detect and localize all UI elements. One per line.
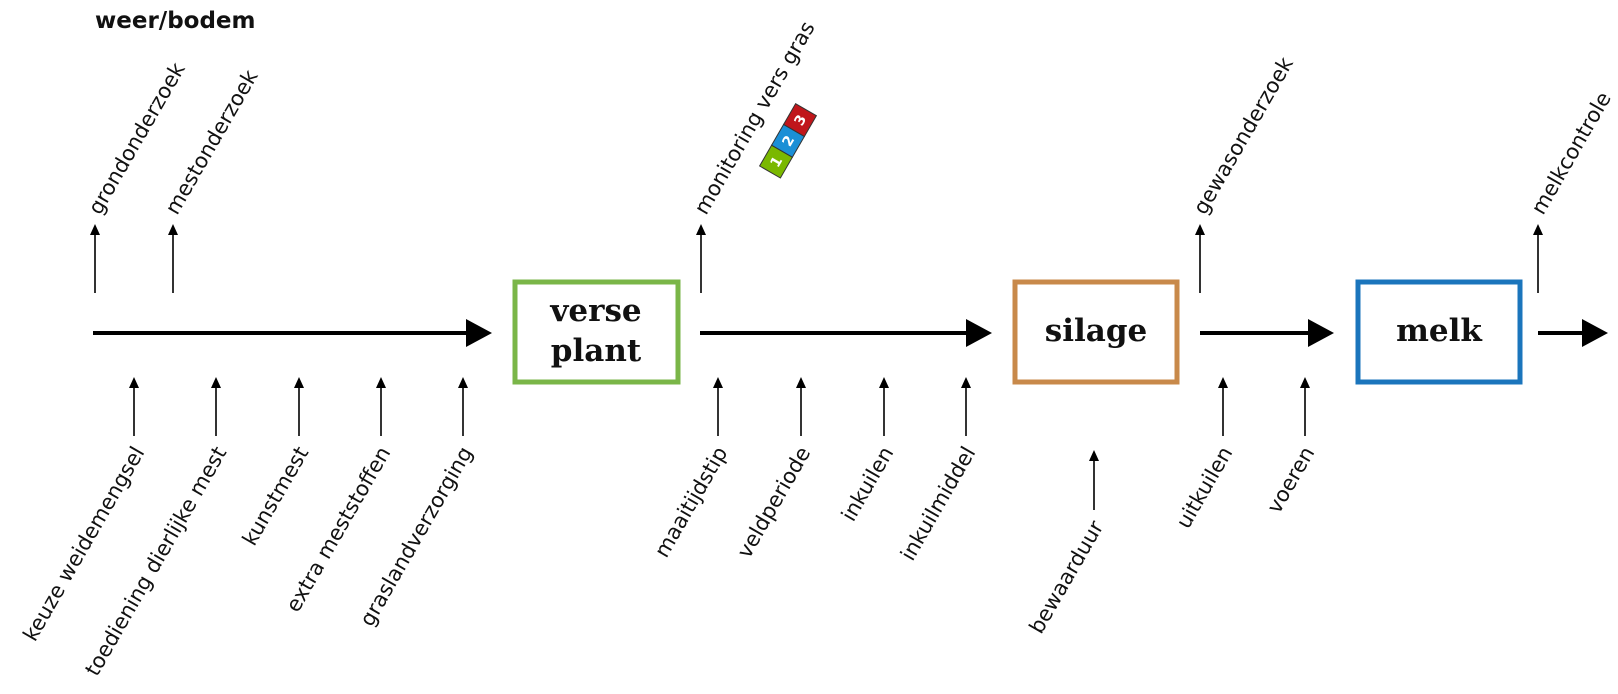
label-inkuilen: inkuilen xyxy=(837,443,899,526)
bottom-arrow-graslandverzorging xyxy=(458,377,468,436)
badge-3: 3 xyxy=(782,102,818,138)
label-bewaarduur: bewaarduur xyxy=(1025,516,1109,637)
label-gewasonderzoek: gewasonderzoek xyxy=(1189,52,1299,218)
box-verse-plant-line2: plant xyxy=(551,333,642,369)
badge-1: 1 xyxy=(758,144,794,179)
box-verse-plant-line1: verse xyxy=(549,293,641,329)
top-arrow-melkcontrole xyxy=(1533,224,1543,293)
box-melk-label: melk xyxy=(1396,313,1483,349)
top-arrow-gewasonderzoek xyxy=(1195,224,1205,293)
box-silage-border xyxy=(1012,279,1180,385)
box-melk: melk xyxy=(1355,279,1523,385)
label-toediening-dierlijke-mest: toediening dierlijke mest xyxy=(80,443,231,680)
top-arrow-grondonderzoek xyxy=(90,224,100,293)
box-melk-border xyxy=(1355,279,1523,385)
label-veldperiode: veldperiode xyxy=(732,443,815,563)
bottom-arrow-inkuilen xyxy=(879,377,889,436)
box-verse-plant: verse plant xyxy=(512,279,681,385)
bottom-arrow-keuze-weidemengsel xyxy=(129,377,139,436)
box-silage-label: silage xyxy=(1045,313,1148,349)
top-arrow-monitoring xyxy=(696,224,706,293)
bottom-arrow-uitkuilen xyxy=(1218,377,1228,436)
bottom-arrow-inkuilmiddel xyxy=(961,377,971,436)
label-inkuilmiddel: inkuilmiddel xyxy=(896,443,980,565)
bottom-arrow-kunstmest xyxy=(294,377,304,436)
main-arrow-1 xyxy=(93,319,492,347)
bottom-arrow-maaitijdstip xyxy=(713,377,723,436)
label-maaitijdstip: maaitijdstip xyxy=(650,443,733,562)
top-arrow-mestonderzoek xyxy=(168,224,178,293)
bottom-arrow-veldperiode xyxy=(796,377,806,436)
main-arrow-4 xyxy=(1538,319,1608,347)
bottom-arrow-bewaarduur xyxy=(1089,450,1099,510)
bottom-arrow-toediening xyxy=(211,377,221,436)
main-arrow-2 xyxy=(700,319,992,347)
box-silage: silage xyxy=(1012,279,1180,385)
label-kunstmest: kunstmest xyxy=(238,443,314,550)
box-verse-plant-border xyxy=(512,279,681,385)
label-melkcontrole: melkcontrole xyxy=(1527,88,1616,219)
badge-strip: 1 2 3 xyxy=(758,102,818,179)
bottom-arrow-voeren xyxy=(1300,377,1310,436)
label-voeren: voeren xyxy=(1262,443,1319,518)
bottom-arrow-extra-meststoffen xyxy=(376,377,386,436)
main-arrow-3 xyxy=(1200,319,1334,347)
section-title: weer/bodem xyxy=(95,8,255,34)
label-uitkuilen: uitkuilen xyxy=(1171,443,1237,533)
